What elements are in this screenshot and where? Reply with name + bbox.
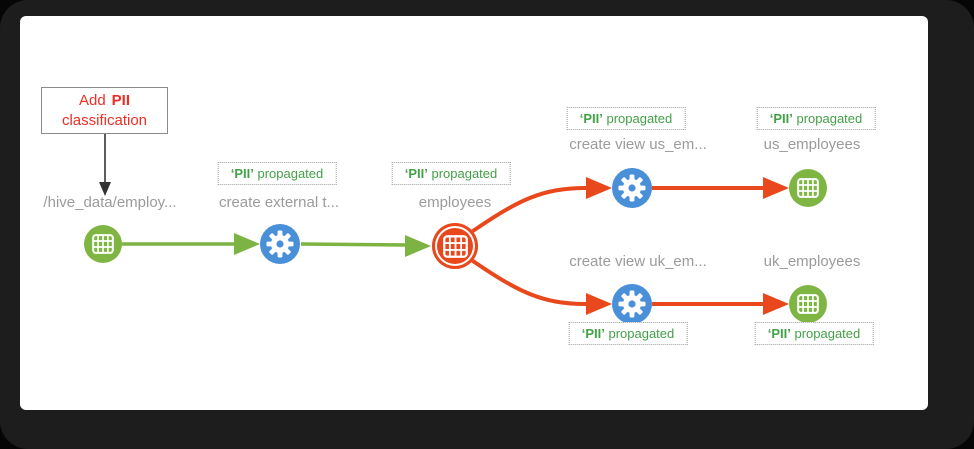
table-icon [92,234,114,254]
pii-badge-uk-employees: ‘PII’ propagated [754,322,874,345]
arrowhead-orange-3 [763,177,789,199]
node-create-view-uk[interactable] [612,284,652,324]
table-icon [797,178,819,198]
node-create-external-table[interactable] [260,224,300,264]
table-icon [797,294,819,314]
gear-icon [618,174,646,202]
pii-badge-create-external: ‘PII’ propagated [217,162,337,185]
annotation-arrowhead [99,182,111,196]
gear-icon [266,230,294,258]
pii-badge-employees: ‘PII’ propagated [391,162,511,185]
gear-icon [618,290,646,318]
node-hive-path[interactable] [84,225,122,263]
table-icon [442,234,468,258]
label-create-external: create external t... [218,194,340,211]
edge-employees-to-createviewus [468,186,587,235]
pii-badge-us-employees: ‘PII’ propagated [756,107,876,130]
pii-badge-create-view-us: ‘PII’ propagated [566,107,686,130]
arrowhead-orange-1 [586,177,612,199]
edge-createexternal-to-employees [300,242,408,247]
arrowhead-orange-4 [763,293,789,315]
label-create-view-uk: create view uk_em... [569,253,707,270]
node-employees[interactable] [432,223,478,269]
label-employees: employees [418,194,492,211]
pii-badge-create-view-uk: ‘PII’ propagated [568,322,688,345]
arrowhead-green-1 [234,233,260,255]
label-uk-employees: uk_employees [763,253,861,270]
node-us-employees[interactable] [789,169,827,207]
edge-employees-to-createviewuk [468,257,587,306]
lineage-edges [99,132,789,315]
arrowhead-green-2 [405,235,431,257]
node-create-view-us[interactable] [612,168,652,208]
label-create-view-us: create view us_em... [569,136,707,153]
arrowhead-orange-2 [586,293,612,315]
annotation-line2: classification [61,111,148,129]
label-hive-path: /hive_data/employ... [43,194,177,211]
label-us-employees: us_employees [763,136,861,153]
node-uk-employees[interactable] [789,285,827,323]
